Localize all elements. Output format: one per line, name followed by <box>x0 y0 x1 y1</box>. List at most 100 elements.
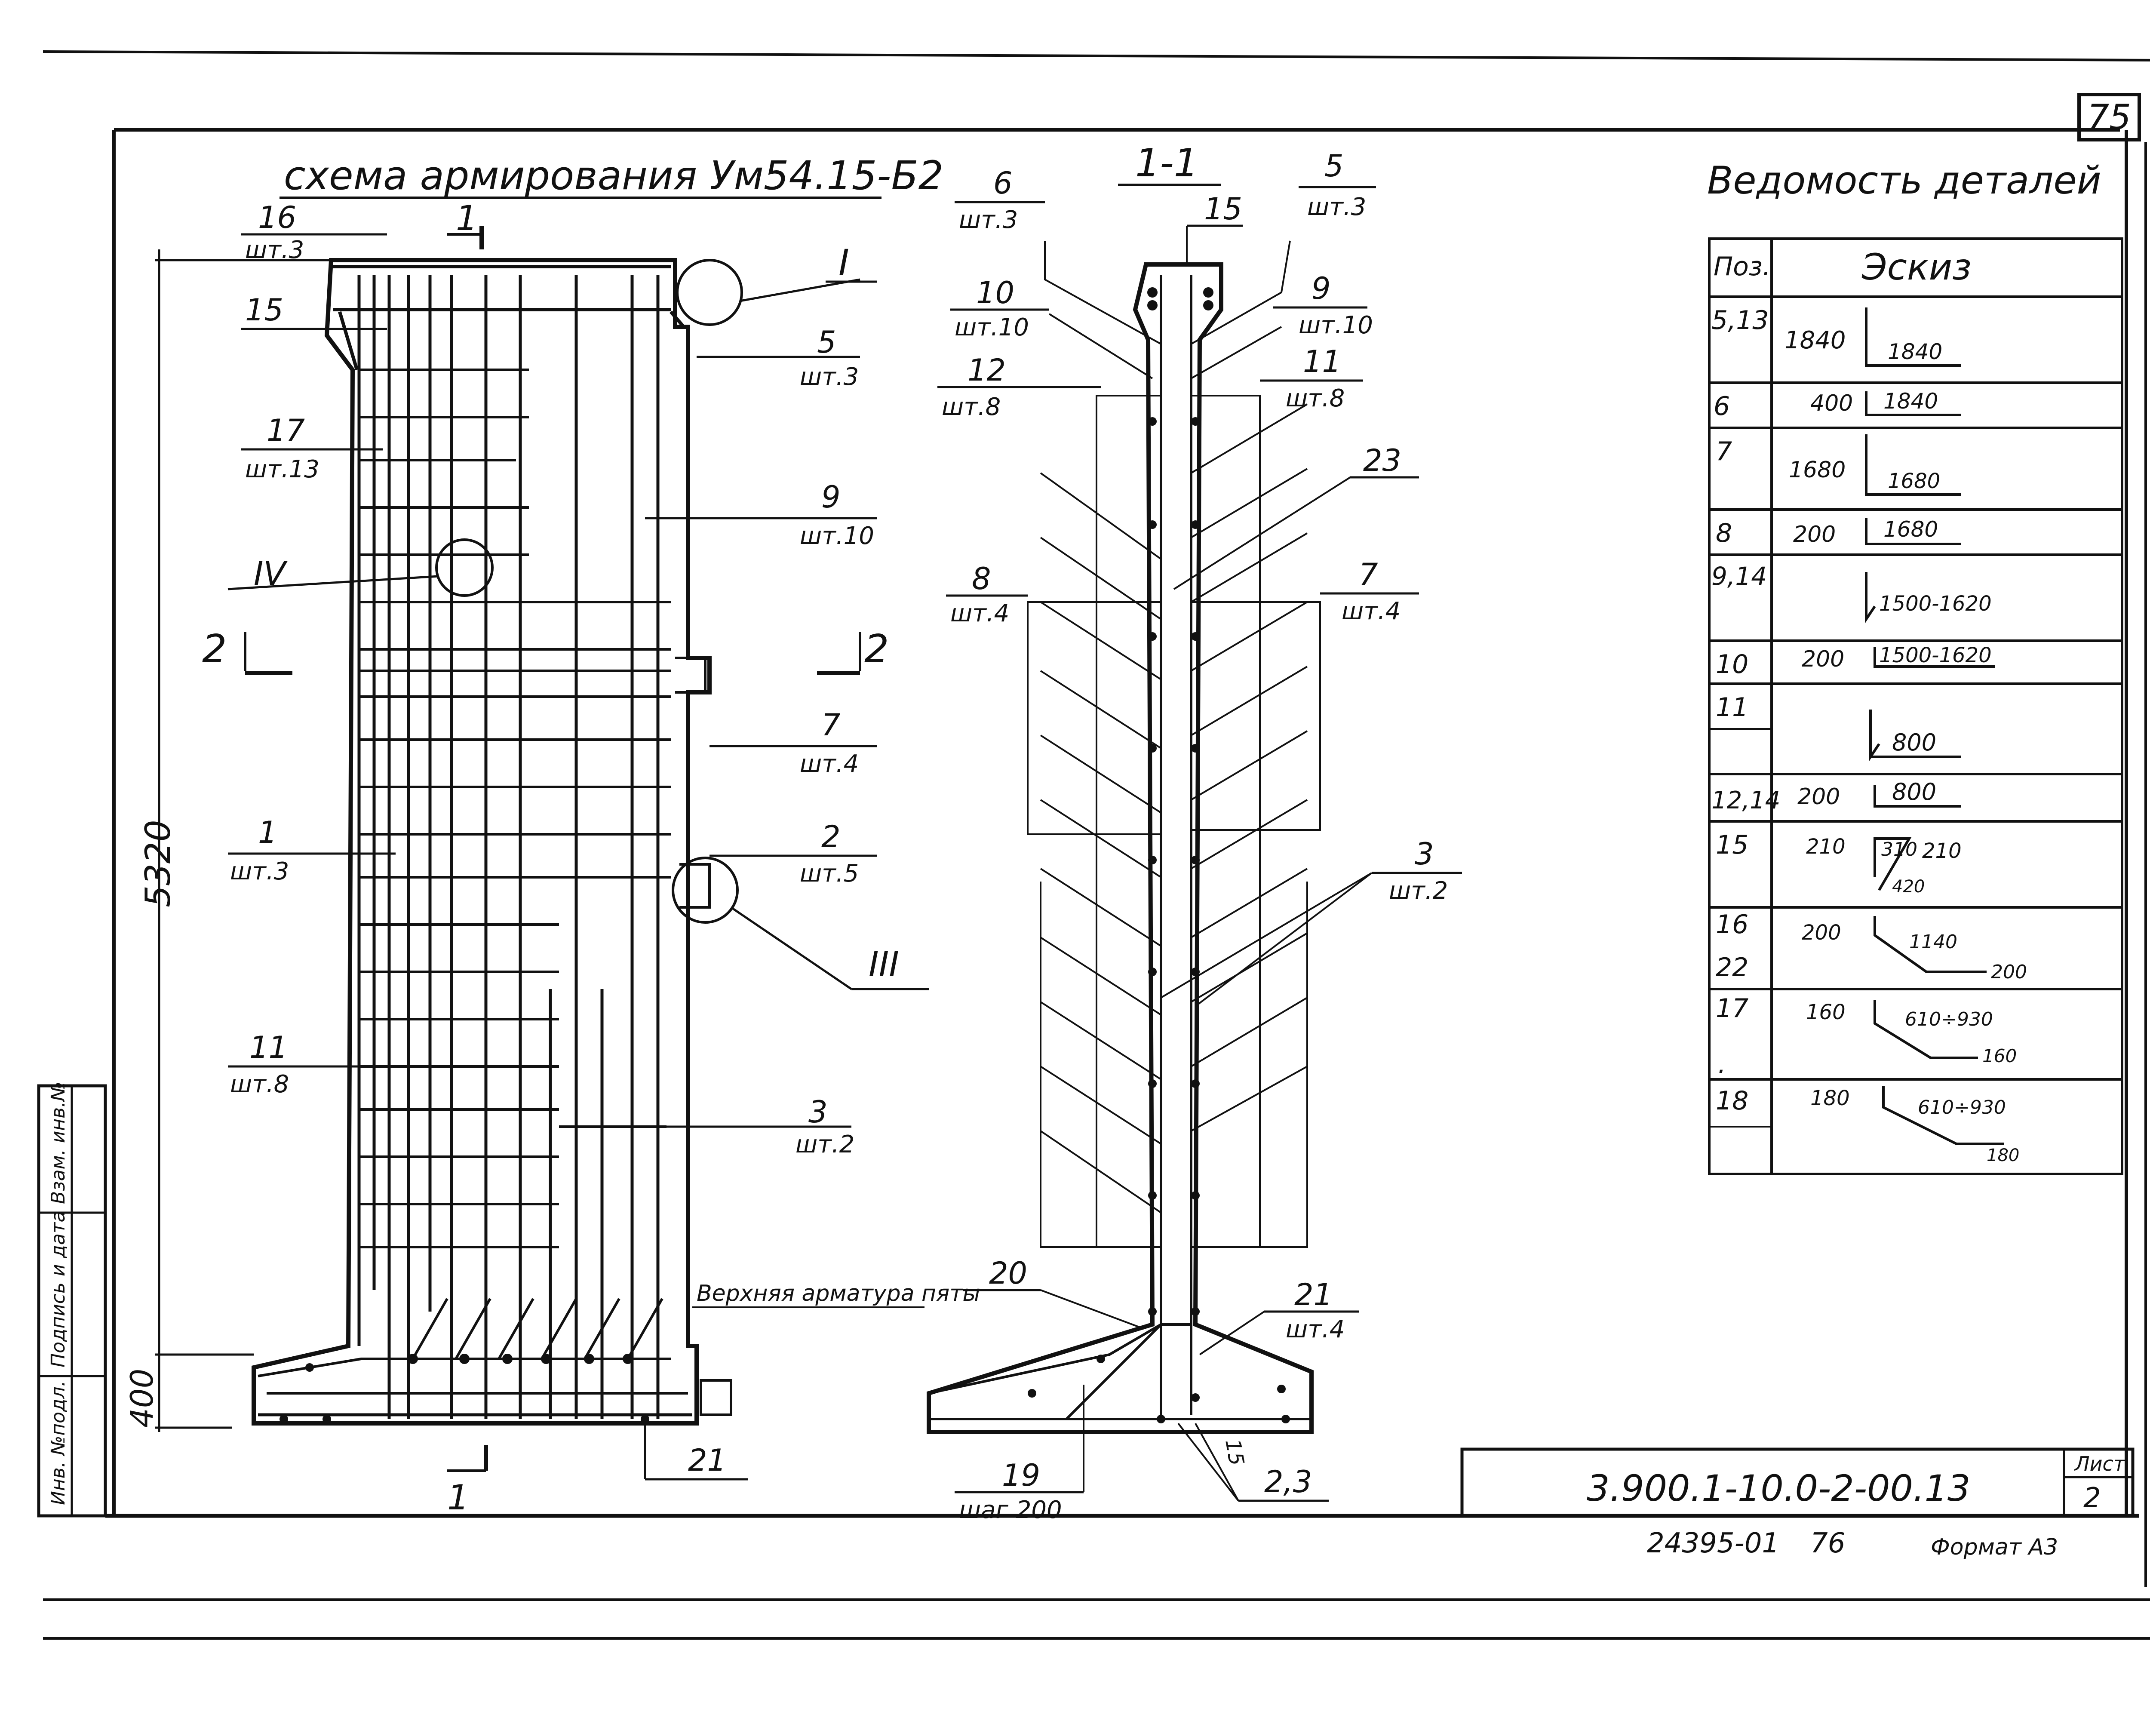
callout-11: 11 шт.8 <box>228 1030 430 1098</box>
section-drawing: 1-1 <box>927 141 1462 1524</box>
svg-text:7: 7 <box>1716 436 1732 467</box>
dim-height-base: 400 <box>124 1369 160 1428</box>
svg-text:шт.3: шт.3 <box>230 857 289 885</box>
schedule-grid <box>1708 237 2123 1175</box>
schedule-row-5-13: 5,13 1840 1840 <box>1711 305 1961 367</box>
stamp-replace-label: Взам. инв.№ <box>47 1082 69 1204</box>
document-code: 3.900.1-10.0-2-00.13 <box>1587 1467 1971 1509</box>
svg-text:200: 200 <box>1797 784 1840 810</box>
svg-text:210: 210 <box>1922 839 1962 863</box>
svg-text:5,13: 5,13 <box>1711 305 1769 335</box>
svg-text:9: 9 <box>821 479 841 515</box>
svg-text:шт.4: шт.4 <box>1342 597 1401 625</box>
callout-17: 17 шт.13 <box>241 413 383 483</box>
title-block: 3.900.1-10.0-2-00.13 Лист 2 24395-01 76 … <box>1460 1447 2135 1560</box>
schedule-row-18: 18 180 610÷930 180 <box>1716 1086 2019 1165</box>
svg-text:11: 11 <box>1303 344 1341 379</box>
svg-text:шт.5: шт.5 <box>800 860 859 888</box>
svg-text:1: 1 <box>447 1478 469 1518</box>
svg-text:160: 160 <box>1806 1000 1846 1024</box>
svg-text:шт.4: шт.4 <box>950 599 1009 627</box>
svg-text:шт.2: шт.2 <box>796 1131 854 1158</box>
section-foot-bars <box>928 1323 1304 1420</box>
svg-text:шт.3: шт.3 <box>959 206 1018 234</box>
schedule-row-12-14: 12,14 200 800 <box>1711 778 1961 814</box>
svg-text:2: 2 <box>821 819 841 854</box>
svg-text:400: 400 <box>1810 390 1853 416</box>
callout-3: 3 шт.2 <box>559 1094 854 1158</box>
schedule-row-10: 10 200 1500-1620 <box>1716 643 1995 679</box>
schedule-row-11: 11 800 <box>1716 692 1961 761</box>
note-upper-heel-rebar: Верхняя арматура пяты <box>692 1281 980 1308</box>
sec-callout-9: 9 шт.10 <box>1273 271 1373 339</box>
svg-text:15: 15 <box>245 292 283 328</box>
svg-text:180: 180 <box>1987 1146 2019 1165</box>
schedule-row-8: 8 200 1680 <box>1716 517 1961 548</box>
detail-circle-I <box>676 259 743 326</box>
svg-text:шт.8: шт.8 <box>230 1070 289 1098</box>
svg-text:2,3: 2,3 <box>1264 1464 1312 1499</box>
svg-text:1: 1 <box>258 815 277 850</box>
schedule-row-15: 15 210 310 210 420 <box>1716 830 1962 897</box>
svg-text:шт.3: шт.3 <box>245 236 304 264</box>
svg-text:15: 15 <box>1716 830 1748 860</box>
sec-callout-3: 3 шт.2 <box>1160 836 1462 1007</box>
svg-text:16: 16 <box>258 200 296 235</box>
svg-text:180: 180 <box>1810 1086 1850 1110</box>
sec-callout-10: 10 шт.10 <box>950 275 1049 341</box>
svg-text:10: 10 <box>976 275 1014 310</box>
horizontal-rebars <box>267 369 688 1416</box>
sec-callout-23: 23 <box>1173 443 1419 590</box>
svg-text:16: 16 <box>1716 909 1748 940</box>
svg-text:200: 200 <box>1991 961 2027 983</box>
column-outline <box>252 258 712 1426</box>
svg-text:11: 11 <box>1716 692 1748 722</box>
svg-text:шт.3: шт.3 <box>1307 193 1366 221</box>
sec-callout-11: 11 шт.8 <box>1260 344 1363 412</box>
sheet-number-box <box>2077 93 2141 141</box>
sheet-value: 2 <box>2083 1482 2101 1514</box>
callout-2: 2 шт.5 <box>710 819 877 888</box>
sheet-number: 75 <box>2087 97 2131 137</box>
svg-text:17: 17 <box>1716 993 1748 1023</box>
callout-5: 5 шт.3 <box>697 325 860 391</box>
svg-text:9: 9 <box>1312 271 1331 306</box>
schedule-row-17: 17 . 160 610÷930 160 <box>1716 993 2017 1079</box>
svg-text:19: 19 <box>1002 1458 1040 1493</box>
section-mark-1-top: 1 <box>447 198 484 249</box>
svg-text:3: 3 <box>1415 836 1434 872</box>
svg-text:10: 10 <box>1716 649 1748 679</box>
svg-text:23: 23 <box>1363 443 1401 478</box>
svg-text:шт.10: шт.10 <box>1299 311 1373 339</box>
svg-text:6: 6 <box>993 166 1013 201</box>
callout-15: 15 <box>241 292 387 330</box>
svg-text:1840: 1840 <box>1888 339 1942 364</box>
sec-callout-7: 7 шт.4 <box>1320 557 1419 625</box>
svg-text:.: . <box>1718 1049 1726 1079</box>
section-mark-2-left: 2 <box>202 627 292 675</box>
svg-text:1500-1620: 1500-1620 <box>1879 592 1992 616</box>
svg-text:6: 6 <box>1714 391 1730 421</box>
dim-height-main: 5320 <box>138 820 178 907</box>
schedule-title: Ведомость деталей <box>1707 158 2101 203</box>
svg-text:420: 420 <box>1892 877 1925 897</box>
height-dimension <box>155 249 331 1432</box>
svg-text:200: 200 <box>1793 522 1836 547</box>
svg-text:шт.2: шт.2 <box>1389 877 1448 905</box>
svg-text:12,14: 12,14 <box>1711 787 1780 814</box>
left-drawing-title: схема армирования Ум54.15-Б2 <box>284 153 943 199</box>
schedule-row-6: 6 400 1840 <box>1714 389 1961 421</box>
svg-text:7: 7 <box>821 707 841 743</box>
svg-text:1680: 1680 <box>1888 469 1940 493</box>
vertical-rebars <box>357 275 660 1419</box>
archive-number: 24395-01 <box>1647 1527 1779 1559</box>
section-right-stirrups <box>1190 240 1321 1248</box>
format-label: Формат А3 <box>1931 1534 2058 1560</box>
svg-text:21: 21 <box>1294 1277 1333 1312</box>
svg-text:1: 1 <box>456 198 478 238</box>
svg-text:11: 11 <box>249 1030 288 1065</box>
detail-circle-IV <box>435 538 494 597</box>
sheet-label: Лист <box>2074 1452 2125 1475</box>
svg-text:шт.4: шт.4 <box>800 750 859 778</box>
svg-text:2: 2 <box>864 627 889 672</box>
